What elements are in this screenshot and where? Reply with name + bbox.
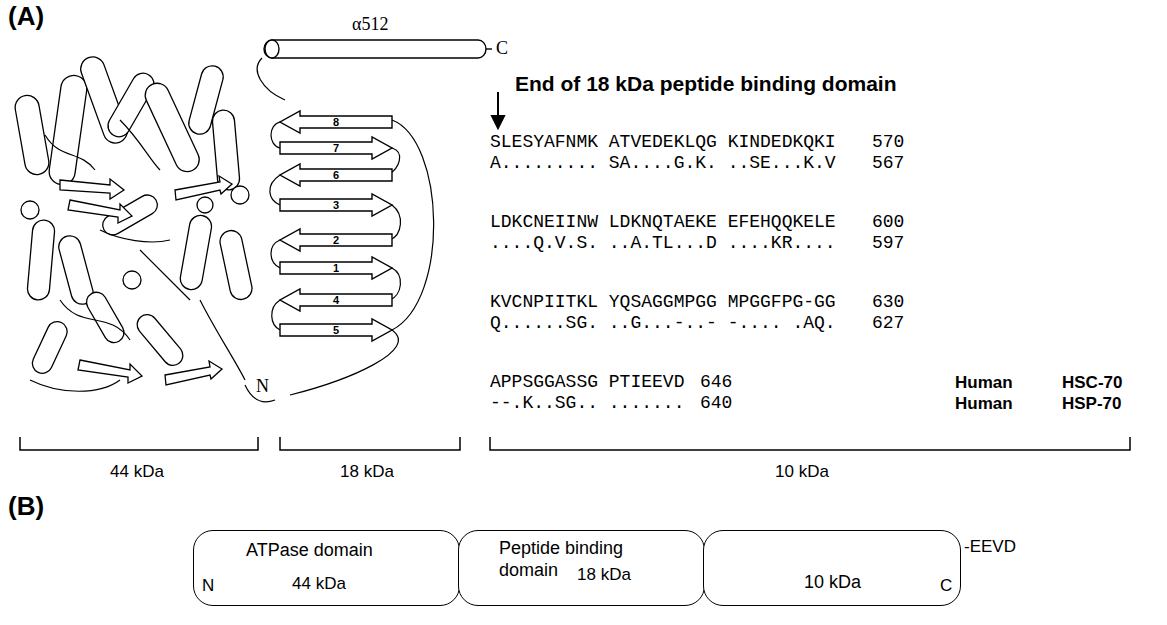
terminus-label: C [496, 38, 508, 59]
peptide-binding-box: Peptide binding domain18 kDa [458, 530, 705, 606]
residue-number: 630 [872, 292, 904, 313]
size-label: 18 kDa [340, 462, 394, 482]
sequence-row: KVCNPIITKL YQSAGGMPGG MPGGFPG-GG [490, 292, 836, 313]
sequence-row: Q......SG. ..G...-..- -.... .AQ. [490, 313, 836, 334]
panel-letter: (B) [8, 492, 44, 522]
callout-number: 6 [333, 169, 339, 182]
residue-number: 597 [872, 233, 904, 254]
protein-label: HSP-70 [1062, 394, 1122, 414]
domain-label: 44 kDa [292, 573, 346, 595]
species-label: Human [955, 373, 1013, 393]
residue-number: 567 [872, 153, 904, 174]
residue-number: 646 [700, 372, 732, 393]
residue-number: 570 [872, 132, 904, 153]
sequence-row: LDKCNEIINW LDKNQTAEKE EFEHQQKELE [490, 212, 836, 233]
domain-label: 18 kDa [577, 564, 631, 586]
callout-number: 8 [333, 116, 339, 129]
annotation: End of 18 kDa peptide binding domain [515, 72, 897, 96]
terminal-motif: -EEVD [964, 537, 1016, 557]
residue-number: 640 [700, 393, 732, 414]
protein-label: HSC-70 [1062, 373, 1122, 393]
callout-number: 3 [333, 199, 339, 212]
sequence-row: ....Q.V.S. ..A.TL...D ....KR.... [490, 233, 836, 254]
helix-label: α512 [352, 14, 388, 35]
species-label: Human [955, 394, 1013, 414]
domain-label: 10 kDa [804, 571, 861, 593]
domain-label: ATPase domain [246, 539, 373, 561]
domain-label: N [202, 575, 214, 597]
atpase-domain-box: ATPase domainN 44 kDa [193, 530, 460, 606]
c-terminal-box: 10 kDa C [703, 530, 961, 606]
domain-label: C [940, 575, 952, 597]
size-label: 44 kDa [110, 462, 164, 482]
sequence-row: SLESYAFNMK ATVEDEKLQG KINDEDKQKI [490, 132, 836, 153]
sequence-row: A......... SA....G.K. ..SE...K.V [490, 153, 836, 174]
callout-number: 2 [333, 234, 339, 247]
residue-number: 600 [872, 212, 904, 233]
callout-number: 1 [333, 262, 339, 275]
terminus-label: N [256, 376, 269, 397]
size-label: 10 kDa [775, 462, 829, 482]
residue-number: 627 [872, 313, 904, 334]
callout-number: 5 [333, 324, 339, 337]
panel-letter: (A) [8, 2, 44, 32]
sequence-row: --.K..SG.. ....... [490, 393, 684, 414]
callout-number: 7 [333, 142, 339, 155]
callout-number: 4 [333, 294, 339, 307]
sequence-row: APPSGGASSG PTIEEVD [490, 372, 684, 393]
